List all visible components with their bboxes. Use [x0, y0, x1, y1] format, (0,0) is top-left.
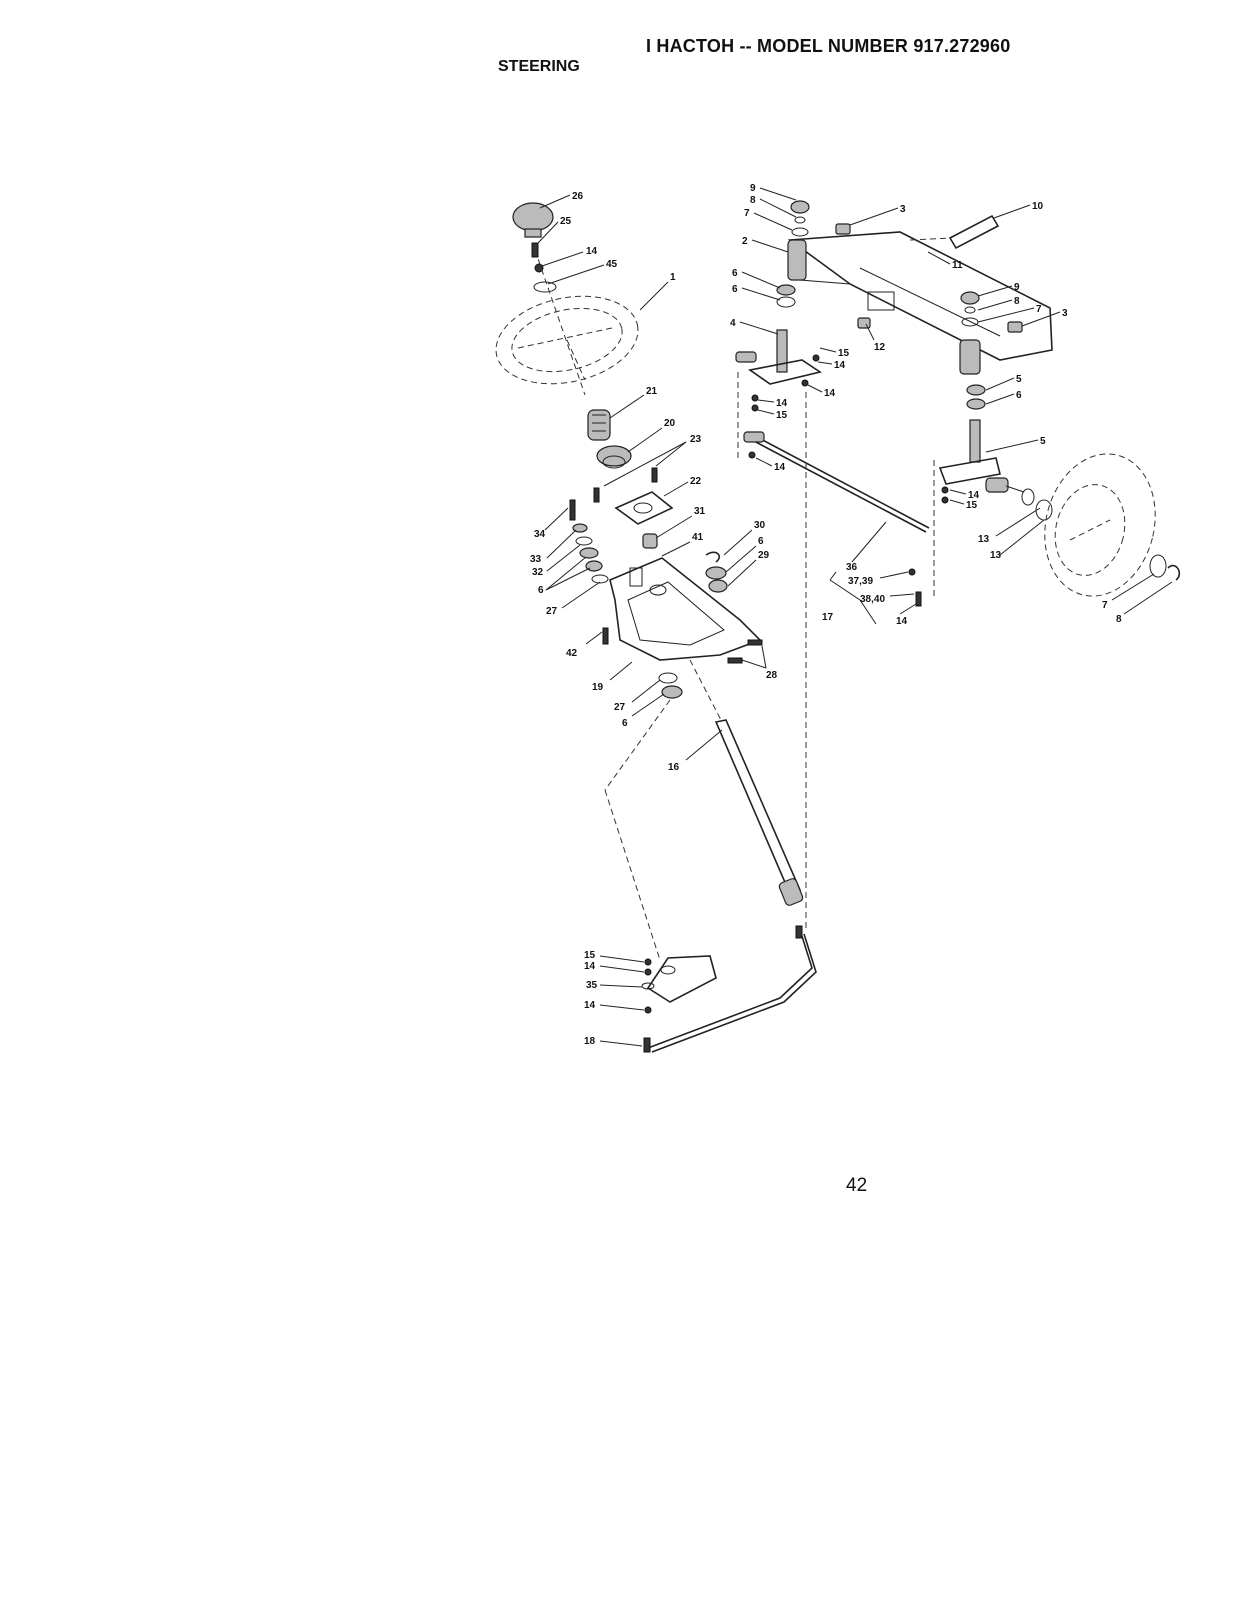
spindle-bushing: [788, 240, 806, 280]
callout-6: 6: [758, 536, 764, 547]
bolt: [603, 628, 608, 644]
steering-bracket: [610, 558, 760, 660]
steering-shaft: [716, 720, 804, 906]
sector-gear: [648, 956, 716, 1002]
grease-fitting: [836, 224, 850, 234]
callout-32: 32: [532, 567, 544, 578]
callout-25: 25: [560, 216, 572, 227]
callout-18: 18: [584, 1036, 596, 1047]
callout-14: 14: [834, 360, 846, 371]
pivot-bolt: [950, 216, 998, 248]
callout-3: 3: [1062, 308, 1068, 319]
steering-adapter: [588, 410, 610, 440]
nut: [858, 318, 870, 328]
callout-13: 13: [990, 550, 1002, 561]
callout-37-39: 37,39: [848, 576, 873, 587]
bolt: [652, 468, 657, 482]
callout-14: 14: [586, 246, 598, 257]
callout-9: 9: [1014, 282, 1020, 293]
callout-19: 19: [592, 682, 604, 693]
callout-4: 4: [730, 318, 736, 329]
bolt: [570, 500, 575, 520]
callout-30: 30: [754, 520, 766, 531]
callout-28: 28: [766, 670, 778, 681]
callout-20: 20: [664, 418, 676, 429]
callout-1: 1: [670, 272, 676, 283]
callout-6: 6: [732, 268, 738, 279]
callout-14: 14: [774, 462, 786, 473]
callout-41: 41: [692, 532, 704, 543]
retaining-ring: [1168, 566, 1179, 580]
callout-14: 14: [584, 1000, 596, 1011]
callout-35: 35: [586, 980, 598, 991]
callout-6: 6: [538, 585, 544, 596]
callout-17: 17: [822, 612, 834, 623]
callout-2: 2: [742, 236, 748, 247]
callout-14: 14: [824, 388, 836, 399]
callout-labels: 26 25 14 45 1 21 20 23 22 31 41 34 33 32…: [530, 183, 1122, 1047]
callout-3: 3: [900, 204, 906, 215]
bolt: [644, 1038, 650, 1052]
callout-6: 6: [622, 718, 628, 729]
callout-21: 21: [646, 386, 658, 397]
bolt: [796, 926, 802, 938]
callout-7: 7: [1036, 304, 1042, 315]
tie-rod: [744, 432, 929, 532]
callout-23: 23: [690, 434, 702, 445]
callout-5: 5: [1040, 436, 1046, 447]
callout-15: 15: [966, 500, 978, 511]
callout-26: 26: [572, 191, 584, 202]
callout-8: 8: [750, 195, 756, 206]
callout-38-40: 38,40: [860, 594, 885, 605]
callout-10: 10: [1032, 201, 1044, 212]
callout-8: 8: [1116, 614, 1122, 625]
front-wheel: [1030, 442, 1170, 608]
callout-5: 5: [1016, 374, 1022, 385]
callout-42: 42: [566, 648, 578, 659]
callout-15: 15: [838, 348, 850, 359]
retainer: [706, 552, 719, 562]
steering-wheel: [488, 284, 646, 396]
callout-27: 27: [614, 702, 626, 713]
callout-9: 9: [750, 183, 756, 194]
callout-12: 12: [874, 342, 886, 353]
bolt: [728, 658, 742, 663]
callout-7: 7: [744, 208, 750, 219]
front-axle: [790, 232, 1052, 360]
steering-boot: [597, 446, 631, 468]
callout-14: 14: [776, 398, 788, 409]
bushing-plate: [616, 492, 672, 524]
callout-27: 27: [546, 606, 558, 617]
callout-16: 16: [668, 762, 680, 773]
bolt: [748, 640, 762, 645]
callout-8: 8: [1014, 296, 1020, 307]
callout-22: 22: [690, 476, 702, 487]
spindle-right: [940, 420, 1024, 492]
drag-link: [648, 930, 812, 1048]
spindle-bushing: [960, 340, 980, 374]
steering-cap: [513, 203, 553, 237]
callout-34: 34: [534, 529, 546, 540]
callout-45: 45: [606, 259, 618, 270]
callout-29: 29: [758, 550, 770, 561]
callout-33: 33: [530, 554, 542, 565]
callout-6: 6: [1016, 390, 1022, 401]
callout-7: 7: [1102, 600, 1108, 611]
callout-13: 13: [978, 534, 990, 545]
callout-14: 14: [896, 616, 908, 627]
callout-15: 15: [776, 410, 788, 421]
callout-31: 31: [694, 506, 706, 517]
callout-6: 6: [732, 284, 738, 295]
spindle-left: [736, 330, 820, 384]
bolt: [594, 488, 599, 502]
washer: [534, 282, 556, 292]
callout-11: 11: [952, 260, 963, 271]
callout-36: 36: [846, 562, 858, 573]
callout-15: 15: [584, 950, 596, 961]
bushing: [643, 534, 657, 548]
callout-14: 14: [584, 961, 596, 972]
